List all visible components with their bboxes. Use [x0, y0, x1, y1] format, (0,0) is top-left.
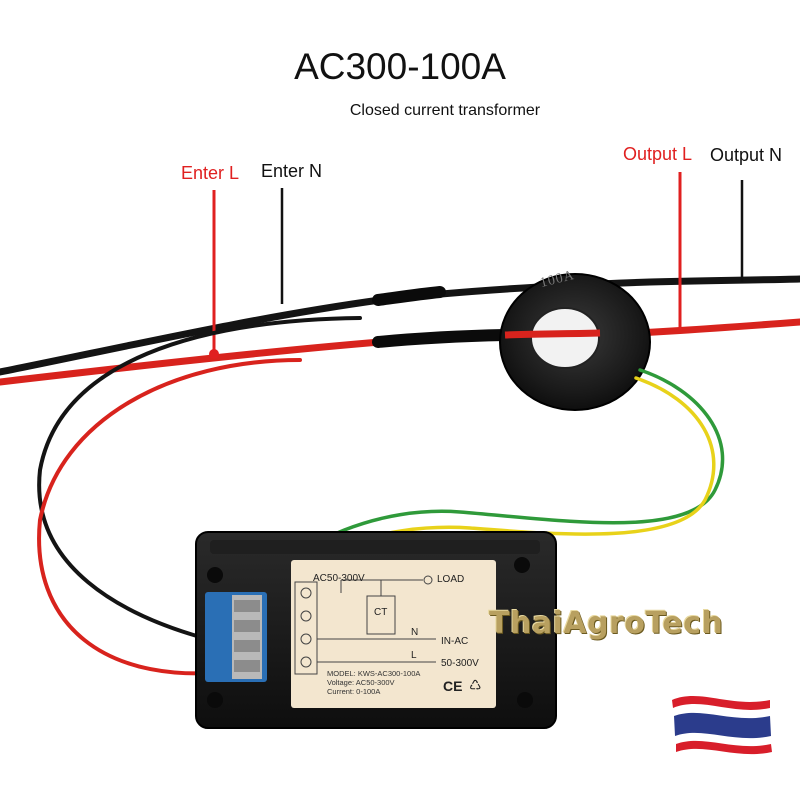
sticker-current: Current: 0-100A [327, 687, 381, 696]
ct-ring [499, 273, 651, 411]
ce-mark: CE [443, 678, 463, 694]
sticker-in-ac: IN-AC [441, 636, 469, 647]
sticker-n: N [411, 627, 419, 638]
enter-l-dot [209, 349, 219, 359]
sticker-voltage: Voltage: AC50-300V [327, 678, 395, 687]
output-l-label: Output L [623, 144, 693, 164]
neutral-wire-main [0, 275, 800, 376]
module-sticker: AC50-300V LOAD CT N IN-AC L 50-300V MODE… [291, 560, 496, 708]
product-title: AC300-100A [294, 46, 506, 87]
neutral-branch [37, 316, 362, 650]
sticker-model: MODEL: KWS-AC300-100A [327, 669, 421, 678]
heatshrink-neutral [372, 286, 446, 306]
product-subtitle: Closed current transformer [349, 102, 541, 119]
sticker-l: L [411, 650, 417, 661]
output-n-label: Output N [710, 145, 783, 165]
enter-l-label: Enter L [181, 163, 240, 183]
sticker-diagram [294, 575, 436, 675]
watermark-text: ThaiAgroTech [489, 606, 724, 641]
thai-flag [672, 696, 772, 755]
enter-n-label: Enter N [261, 161, 323, 181]
sticker-load: LOAD [437, 574, 465, 585]
live-branch [37, 358, 302, 676]
weee-bin-icon: ♺ [469, 677, 482, 693]
live-wire-main [0, 318, 800, 386]
sticker-voltage-top: AC50-300V [313, 573, 365, 584]
sense-wire-green [253, 368, 725, 592]
heatshrink-live [372, 329, 511, 348]
sticker-ct: CT [374, 607, 388, 618]
sticker-range: 50-300V [441, 658, 479, 669]
